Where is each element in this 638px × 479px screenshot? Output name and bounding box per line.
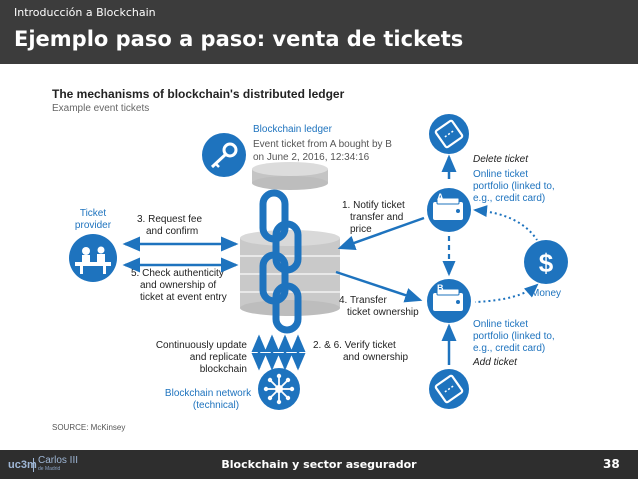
network-label-1: Blockchain network (165, 388, 252, 399)
update-line-3: blockchain (200, 364, 247, 375)
source-note: SOURCE: McKinsey (52, 423, 125, 432)
wallet-b-icon (427, 279, 471, 323)
university-logo-name: Carlos III de Madrid (38, 455, 78, 472)
step26-line-1: 2. & 6. Verify ticket (313, 340, 396, 351)
money-icon (524, 240, 568, 284)
wallet-a-icon (427, 188, 471, 232)
ledger-line-1: Event ticket from A bought by B (253, 139, 392, 150)
slide-kicker: Introducción a Blockchain (14, 6, 156, 19)
sync-arrows (251, 334, 306, 371)
provider-label-1: Ticket (80, 208, 107, 219)
footer-title: Blockchain y sector asegurador (221, 458, 417, 471)
logo-name-main: Carlos III (38, 455, 79, 466)
ticket-add-icon (429, 369, 469, 409)
step1-line-2: transfer and (350, 212, 403, 223)
add-ticket-label: Add ticket (472, 357, 518, 368)
step1-line-3: price (350, 224, 372, 235)
step4-arrow (335, 270, 423, 303)
blockchain-chain-icon (259, 189, 302, 334)
key-icon (202, 133, 246, 177)
diagram-subtitle: Example event tickets (52, 103, 149, 114)
step3-line-2: and confirm (146, 226, 198, 237)
portfolio-a-line-1: Online ticket (473, 169, 528, 180)
portfolio-b-line-3: e.g., credit card) (473, 343, 545, 354)
step4-line-2: ticket ownership (347, 307, 419, 318)
update-line-1: Continuously update (156, 340, 248, 351)
step4-line-1: 4. Transfer (339, 295, 387, 306)
dollar-symbol: $ (539, 248, 554, 278)
network-icon (258, 368, 300, 410)
blockchain-diagram: The mechanisms of blockchain's distribut… (52, 87, 568, 432)
wallet-b-letter: B (437, 283, 444, 293)
wallet-a-letter: A (437, 192, 444, 202)
money-arc-bottom (474, 283, 539, 303)
provider-label-2: provider (75, 220, 112, 231)
step1-arrow (337, 216, 425, 251)
step26-line-2: and ownership (343, 352, 408, 363)
update-line-2: and replicate (190, 352, 248, 363)
slide-title: Ejemplo paso a paso: venta de tickets (14, 27, 464, 51)
step3-line-1: 3. Request fee (137, 214, 202, 225)
slide-footer (0, 450, 638, 479)
ledger-line-2: on June 2, 2016, 12:34:16 (253, 152, 370, 163)
portfolio-a-line-3: e.g., credit card) (473, 193, 545, 204)
portfolio-b-line-1: Online ticket (473, 319, 528, 330)
logo-name-sub: de Madrid (38, 466, 61, 472)
money-arc-top (473, 205, 538, 241)
slide-header (0, 0, 638, 64)
money-label: Money (531, 288, 561, 299)
diagram-title: The mechanisms of blockchain's distribut… (52, 87, 345, 101)
portfolio-a-line-2: portfolio (linked to, (473, 181, 555, 192)
logo-divider (33, 458, 34, 472)
step5-line-1: 5. Check authenticity (131, 268, 224, 279)
step5-line-3: ticket at event entry (140, 292, 227, 303)
ticket-delete-icon (429, 114, 469, 154)
network-label-2: (technical) (193, 400, 239, 411)
portfolio-b-line-2: portfolio (linked to, (473, 331, 555, 342)
page-number: 38 (603, 457, 620, 471)
delete-ticket-label: Delete ticket (473, 154, 529, 165)
ledger-title: Blockchain ledger (253, 124, 333, 135)
ticket-provider-icon (69, 234, 117, 282)
step1-line-1: 1. Notify ticket (342, 200, 405, 211)
ledger-database-icon (240, 162, 340, 316)
university-logo: uc3m (8, 459, 37, 471)
step5-line-2: and ownership of (140, 280, 216, 291)
